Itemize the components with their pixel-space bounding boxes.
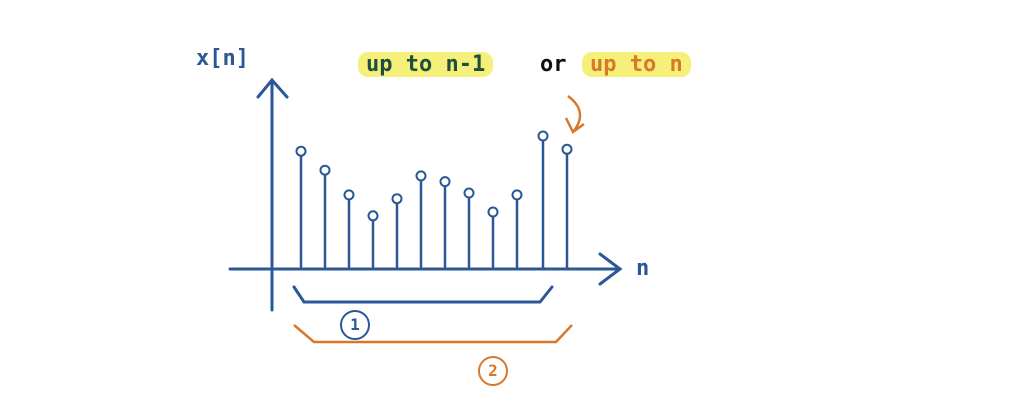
connector-label: or (540, 52, 567, 77)
sample-marker (439, 176, 451, 188)
sample-marker (561, 143, 573, 155)
y-axis-arrow (256, 77, 289, 99)
bracket-2 (293, 324, 573, 344)
sample-marker (511, 189, 523, 201)
sample-marker (463, 187, 475, 199)
arrow-to-last-sample (564, 95, 585, 134)
x-axis-arrow (598, 252, 623, 286)
bracket-1 (292, 285, 554, 304)
bracket-1-label: 1 (340, 310, 370, 340)
bracket-2-label: 2 (478, 356, 508, 386)
sample-marker (537, 130, 549, 142)
sample-marker (391, 193, 403, 205)
option2-label: up to n (582, 52, 691, 77)
sample-marker (415, 170, 427, 182)
sample-marker (295, 145, 307, 157)
y-axis-label: x[n] (196, 46, 249, 71)
sample-marker (487, 206, 499, 218)
sample-marker (367, 210, 379, 222)
sample-marker (319, 164, 331, 176)
option1-wrap: up to n-1 (358, 52, 494, 77)
option2-wrap: up to n (582, 52, 691, 77)
sample-marker (343, 189, 355, 201)
x-axis-label: n (636, 256, 650, 281)
option1-label: up to n-1 (358, 52, 494, 77)
